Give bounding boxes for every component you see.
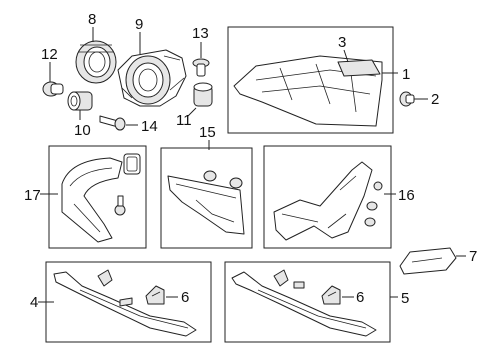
bracket-15-part — [167, 170, 245, 235]
callout-6-right: 6 — [356, 289, 364, 306]
screw-14-part — [99, 115, 126, 131]
callout-9: 9 — [135, 16, 143, 33]
bushing-10-part — [67, 91, 93, 111]
callout-10: 10 — [74, 122, 91, 139]
bolt-13-part — [192, 58, 210, 77]
callout-5: 5 — [401, 290, 409, 307]
bolt-12-part — [42, 81, 64, 97]
callout-16: 16 — [398, 187, 415, 204]
clip-2-part — [399, 91, 415, 107]
panel-bracket-15 — [160, 147, 253, 249]
bracket-7-part — [399, 247, 457, 275]
callout-14: 14 — [141, 118, 158, 135]
mount-11-part — [193, 82, 213, 107]
callout-12: 12 — [41, 46, 58, 63]
callout-3: 3 — [338, 34, 346, 51]
panel-duct — [48, 145, 147, 249]
crossmember-5-part — [231, 269, 377, 337]
speaker-ring-part — [75, 40, 117, 84]
panel-undercover — [227, 26, 394, 134]
clip-6-right-part — [321, 285, 341, 305]
callout-6-left: 6 — [181, 289, 189, 306]
leader-3 — [343, 49, 349, 63]
duct-17-part — [61, 153, 141, 243]
clip-6-left-part — [145, 285, 165, 305]
callout-15: 15 — [199, 124, 216, 141]
crossmember-4-part — [53, 269, 197, 337]
callout-2: 2 — [431, 91, 439, 108]
bracket-16-part — [273, 161, 383, 241]
callout-13: 13 — [192, 25, 209, 42]
speaker-housing-part — [117, 49, 187, 107]
callout-4: 4 — [30, 294, 38, 311]
callout-11: 11 — [176, 112, 192, 129]
callout-17: 17 — [24, 187, 41, 204]
callout-7: 7 — [469, 248, 477, 265]
panel-crossmember-right — [224, 261, 391, 343]
undercover-part — [233, 55, 383, 127]
callout-8: 8 — [88, 11, 96, 28]
callout-1: 1 — [402, 66, 410, 83]
panel-bracket-16 — [263, 145, 392, 249]
leader-11 — [187, 107, 197, 117]
